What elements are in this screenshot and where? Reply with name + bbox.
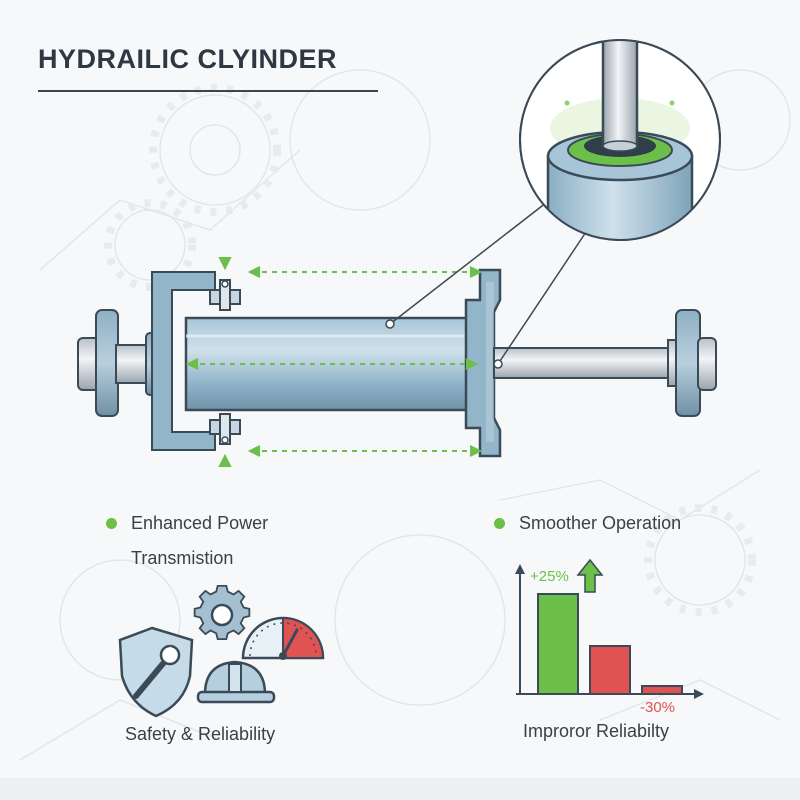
piston-rod — [493, 309, 717, 417]
footer-band — [0, 778, 800, 800]
chart-x-label: Improror Reliabilty — [523, 721, 670, 741]
clamp-bracket — [151, 271, 241, 451]
feature-safety: Safety & Reliability — [125, 724, 276, 744]
cylinder-barrel — [184, 316, 472, 412]
title-underline — [38, 90, 378, 92]
seal-detail-callout — [519, 39, 721, 241]
green-bullet-icon — [106, 518, 117, 529]
increase-label: +25% — [530, 568, 569, 585]
gear-icon — [193, 584, 251, 641]
shield-wrench-icon — [118, 626, 194, 718]
callout-leaders — [385, 191, 591, 369]
reliability-chart — [515, 558, 704, 699]
feature-smoother: Smoother Operation — [494, 513, 681, 534]
feature-power: Enhanced Power — [106, 513, 268, 534]
page-title: HYDRAILIC CLYINDER — [38, 44, 338, 74]
chart-bar-2 — [589, 645, 631, 695]
chart-bar-3 — [641, 685, 683, 695]
decrease-label: -30% — [640, 699, 676, 716]
hard-hat-icon — [196, 660, 276, 704]
dimension-arrows — [185, 257, 483, 467]
feature-power-line2: Transmistion — [131, 548, 234, 568]
feature-power-line1: Enhanced Power — [131, 513, 269, 533]
feature-smoother-label: Smoother Operation — [519, 513, 682, 533]
up-arrow-icon — [576, 558, 604, 593]
gauge-icon — [241, 616, 325, 660]
end-cap-flange — [464, 268, 502, 458]
green-bullet-icon — [494, 518, 505, 529]
chart-bar-1 — [537, 593, 579, 695]
